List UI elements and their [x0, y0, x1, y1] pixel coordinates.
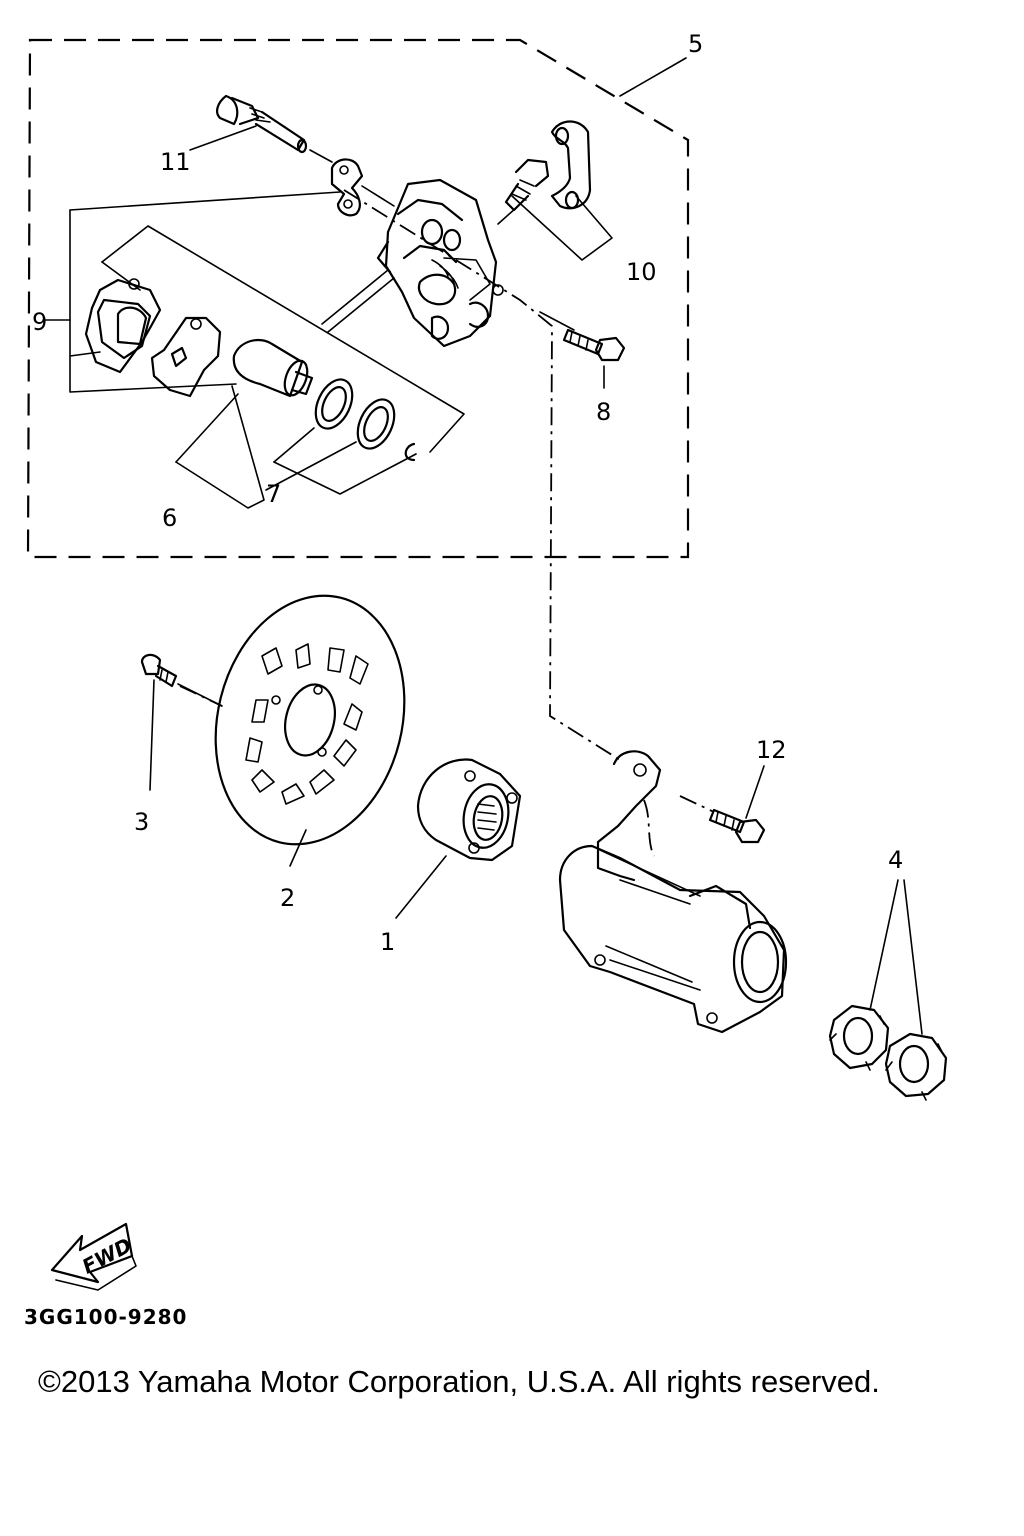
callout-11: 11	[160, 148, 191, 176]
callout-9: 9	[32, 308, 47, 336]
part-7-seals	[314, 378, 416, 462]
caliper-holder	[558, 750, 788, 1034]
callout-2: 2	[280, 884, 295, 912]
part-9-pads	[84, 278, 222, 398]
leader-lines	[43, 57, 923, 1035]
callout-8: 8	[596, 398, 611, 426]
caliper-assembly-boundary	[26, 38, 690, 559]
callout-1: 1	[380, 928, 395, 956]
part-3-bolt	[140, 653, 178, 688]
part-12-bolt	[708, 808, 766, 844]
alignment-lines	[179, 189, 715, 857]
part-1-hub	[416, 758, 522, 862]
part-10-bracket	[504, 120, 592, 212]
callout-12: 12	[756, 736, 787, 764]
part-2-brake-disc	[214, 594, 406, 846]
part-4-nuts	[828, 1004, 948, 1101]
callout-10: 10	[626, 258, 657, 286]
caliper-body	[376, 178, 504, 348]
callout-7: 7	[266, 480, 281, 508]
callout-4: 4	[888, 846, 903, 874]
callout-5: 5	[688, 30, 703, 58]
pin-clip	[330, 158, 364, 217]
fwd-arrow-icon: FWD	[50, 1222, 137, 1291]
part-6-piston	[232, 338, 314, 398]
callout-3: 3	[134, 808, 149, 836]
part-11-pin	[216, 94, 308, 154]
part-8-bolt	[562, 328, 626, 362]
diagram-part-code: 3GG100-9280	[24, 1305, 188, 1329]
copyright-notice: ©2013 Yamaha Motor Corporation, U.S.A. A…	[38, 1364, 880, 1399]
callout-6: 6	[162, 504, 177, 532]
